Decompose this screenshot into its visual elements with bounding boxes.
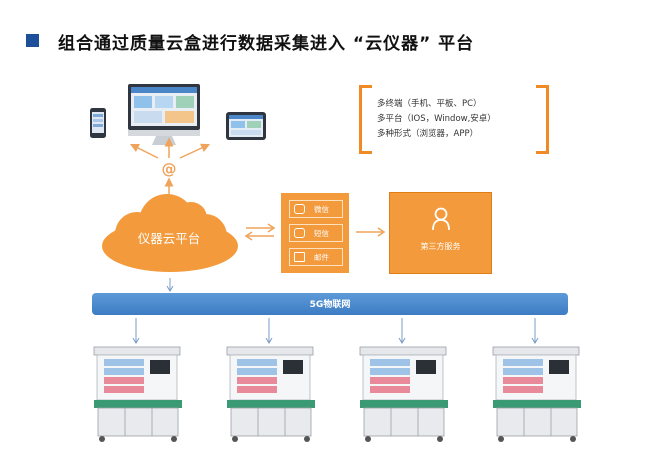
right-bracket (536, 85, 549, 154)
page-title: 组合通过质量云盒进行数据采集进入 “云仪器” 平台 (58, 34, 475, 54)
wechat-label: 微信 (314, 205, 329, 214)
user-icon (432, 207, 450, 231)
tablet-icon (226, 112, 266, 140)
cloud-shape (102, 194, 238, 272)
phone-icon (90, 108, 106, 138)
cloud-network-arrow (166, 278, 174, 292)
sms-icon (294, 228, 305, 238)
title-marker (26, 34, 39, 47)
left-bracket (359, 85, 372, 154)
third-party-label: 第三方服务 (420, 242, 461, 251)
device-arrows (129, 137, 211, 194)
instrument-station-1 (93, 346, 182, 442)
client-devices (90, 84, 266, 145)
sms-item: 短信 (289, 224, 343, 242)
mail-label: 邮件 (314, 253, 329, 262)
monitor-icon (128, 84, 200, 145)
feature-multi-platform: 多平台（IOS，Window,安卓） (377, 114, 496, 124)
instrument-station-3 (359, 346, 448, 442)
at-icon: @ (161, 160, 177, 178)
mail-item: 邮件 (289, 248, 343, 266)
instrument-station-4 (492, 346, 581, 442)
third-party-service: 第三方服务 (389, 192, 492, 274)
instrument-arrows (132, 318, 539, 344)
exchange-arrows (244, 223, 276, 241)
terminal-features: 多终端（手机、平板、PC） 多平台（IOS，Window,安卓） 多种形式（浏览… (359, 85, 549, 154)
network-bar (92, 293, 568, 315)
service-arrow (356, 227, 386, 237)
wechat-icon (294, 204, 305, 214)
instrument-station-2 (226, 346, 315, 442)
cloud-label: 仪器云平台 (137, 231, 201, 246)
network-label: 5G物联网 (309, 300, 351, 310)
feature-multi-terminal: 多终端（手机、平板、PC） (377, 99, 482, 109)
sms-label: 短信 (314, 229, 329, 238)
mail-icon (294, 252, 305, 262)
wechat-item: 微信 (289, 200, 343, 218)
notification-panel: 微信 短信 邮件 (281, 193, 349, 273)
feature-multi-form: 多种形式（浏览器，APP） (377, 129, 479, 139)
